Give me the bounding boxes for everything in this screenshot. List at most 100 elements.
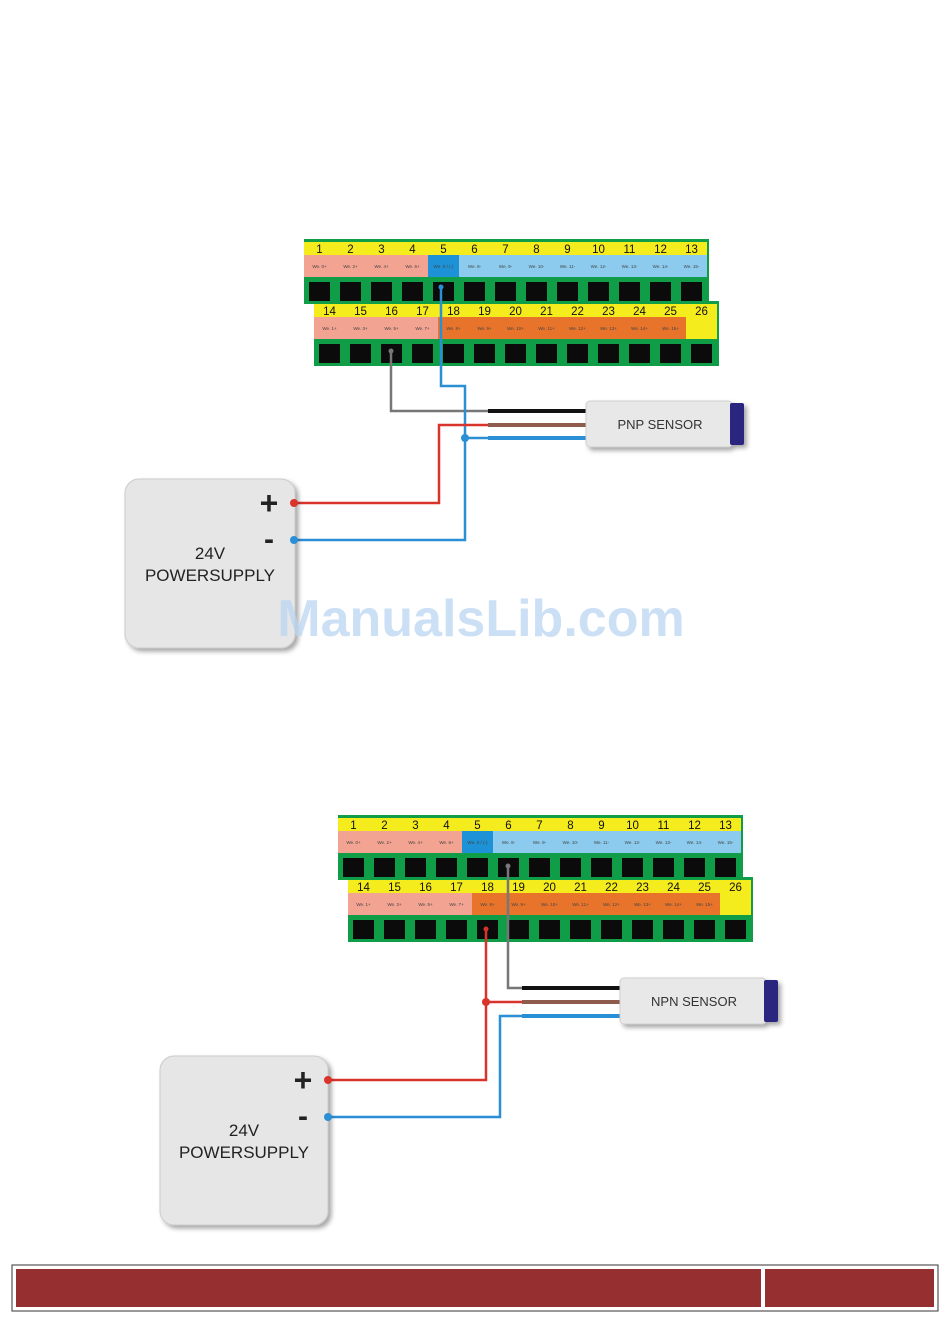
pnp-terminal-17-number: 17 — [416, 306, 429, 318]
npn-terminal18-dot — [483, 926, 489, 932]
pnp-terminal-4-number-strip — [397, 242, 428, 255]
npn-terminal-5-number: 5 — [474, 820, 480, 832]
pnp-terminal-11-number: 11 — [624, 244, 636, 256]
pnp-terminal-21-label-area — [531, 317, 562, 339]
pnp-terminal-18-number-strip — [438, 304, 469, 317]
npn-terminal-9-label-area — [586, 831, 617, 853]
npn-terminal-17-socket — [446, 920, 467, 939]
npn-terminal-26-socket — [725, 920, 746, 939]
pnp-sensor — [585, 400, 744, 448]
npn-power-supply — [159, 1055, 329, 1226]
pnp-terminal-18-label-area — [438, 317, 469, 339]
pnp-terminal-5-number-strip — [428, 242, 459, 255]
terminal-block-pnp: 1We. 0+2We. 2+3We. 4+4We. 6+5We. 0 / (-)… — [304, 239, 719, 366]
npn-terminal-10-number: 10 — [626, 820, 639, 832]
npn-terminal-20-label-area — [534, 893, 565, 915]
npn-terminal-4-label-area — [431, 831, 462, 853]
npn-terminal-7-number: 7 — [536, 820, 542, 832]
pnp-terminal-21-label: We. 11+ — [538, 326, 555, 331]
npn-terminal-10-socket — [622, 858, 643, 877]
npn-terminal-12-label-area — [679, 831, 710, 853]
pnp-terminal-11-label-area — [614, 255, 645, 277]
npn-terminal-6-label: We. 8- — [502, 840, 516, 845]
npn-terminal-12-socket — [684, 858, 705, 877]
pnp-terminal-8-label: We. 10- — [529, 264, 545, 269]
pnp-terminal-9-number-strip — [552, 242, 583, 255]
npn-terminal-12-label: We. 14- — [687, 840, 703, 845]
pnp-terminal-25-number: 25 — [664, 306, 677, 318]
npn-terminal-15-socket — [384, 920, 405, 939]
npn-terminal-11-socket — [653, 858, 674, 877]
pnp-terminal-6-number-strip — [459, 242, 490, 255]
pnp-psu-plus-sign: + — [260, 485, 279, 521]
pnp-terminal-8-socket — [526, 282, 547, 301]
npn-terminal-3-socket — [405, 858, 426, 877]
npn-terminal-11-label: We. 13- — [656, 840, 672, 845]
npn-terminal-18-label-area — [472, 893, 503, 915]
pnp-terminal-17-number-strip — [407, 304, 438, 317]
pnp-terminal-25-label-area — [655, 317, 686, 339]
pnp-terminal-5-number: 5 — [440, 244, 446, 256]
pnp-terminal-19-socket — [474, 344, 495, 363]
pnp-terminal-24-number: 24 — [633, 306, 646, 318]
npn-terminal-5-label: We. 0 / (-) — [468, 840, 488, 845]
npn-diagram: 1We. 0+2We. 2+3We. 4+4We. 6+5We. 0 / (-)… — [159, 815, 778, 1226]
pnp-terminal-19-number: 19 — [478, 306, 491, 318]
npn-sensor-cable — [522, 986, 622, 1018]
pnp-terminal-25-number-strip — [655, 304, 686, 317]
pnp-terminal-23-label-area — [593, 317, 624, 339]
npn-terminal-4-label: We. 6+ — [439, 840, 454, 845]
npn-terminal-8-label: We. 10- — [563, 840, 579, 845]
npn-terminal-13-label: We. 15- — [718, 840, 734, 845]
pnp-terminal-6-socket — [464, 282, 485, 301]
npn-terminal-8-socket — [560, 858, 581, 877]
npn-terminal-17-label-area — [441, 893, 472, 915]
pnp-terminal-20-number-strip — [500, 304, 531, 317]
npn-terminal-22-label-area — [596, 893, 627, 915]
pnp-terminal-14-label-area — [314, 317, 345, 339]
pnp-terminal-2-socket — [340, 282, 361, 301]
pnp-terminal-14-number: 14 — [323, 306, 336, 318]
npn-terminal-2-socket — [374, 858, 395, 877]
pnp-terminal-12-label: We. 14- — [653, 264, 669, 269]
npn-terminal-9-number: 9 — [598, 820, 604, 832]
pnp-terminal-24-label: We. 14+ — [631, 326, 648, 331]
pnp-terminal-4-label-area — [397, 255, 428, 277]
npn-terminal-8-number-strip — [555, 818, 586, 831]
npn-terminal-15-number-strip — [379, 880, 410, 893]
pnp-terminal-15-socket — [350, 344, 371, 363]
pnp-terminal-16-label-area — [376, 317, 407, 339]
npn-terminal-20-number: 20 — [543, 882, 556, 894]
npn-terminal-1-socket — [343, 858, 364, 877]
npn-terminal-23-number-strip — [627, 880, 658, 893]
npn-psu-plus-terminal — [324, 1076, 332, 1084]
npn-terminal-19-label-area — [503, 893, 534, 915]
pnp-terminal-9-label: We. 11- — [560, 264, 576, 269]
pnp-terminal-17-label: We. 7+ — [415, 326, 430, 331]
pnp-terminal-14-number-strip — [314, 304, 345, 317]
pnp-power-supply — [124, 478, 296, 649]
npn-terminal-25-label: We. 15+ — [696, 902, 713, 907]
npn-terminal-6-number-strip — [493, 818, 524, 831]
footer-bar — [11, 1264, 939, 1312]
pnp-terminal-13-socket — [681, 282, 702, 301]
pnp-terminal-15-label: We. 3+ — [353, 326, 368, 331]
pnp-terminal-3-number-strip — [366, 242, 397, 255]
npn-terminal-10-label: We. 12- — [625, 840, 641, 845]
npn-terminal-19-socket — [508, 920, 529, 939]
npn-terminal-19-number-strip — [503, 880, 534, 893]
pnp-terminal-18-socket — [443, 344, 464, 363]
pnp-terminal-7-socket — [495, 282, 516, 301]
npn-psu-minus-terminal — [324, 1113, 332, 1121]
pnp-terminal-15-number-strip — [345, 304, 376, 317]
pnp-terminal-22-label-area — [562, 317, 593, 339]
npn-terminal-5-number-strip — [462, 818, 493, 831]
pnp-terminal-1-label-area — [304, 255, 335, 277]
pnp-terminal-7-label-area — [490, 255, 521, 277]
pnp-terminal-21-number: 21 — [540, 306, 553, 318]
pnp-terminal-12-label-area — [645, 255, 676, 277]
npn-terminal-15-label-area — [379, 893, 410, 915]
npn-terminal-7-label-area — [524, 831, 555, 853]
npn-terminal-23-socket — [632, 920, 653, 939]
pnp-terminal-8-number-strip — [521, 242, 552, 255]
